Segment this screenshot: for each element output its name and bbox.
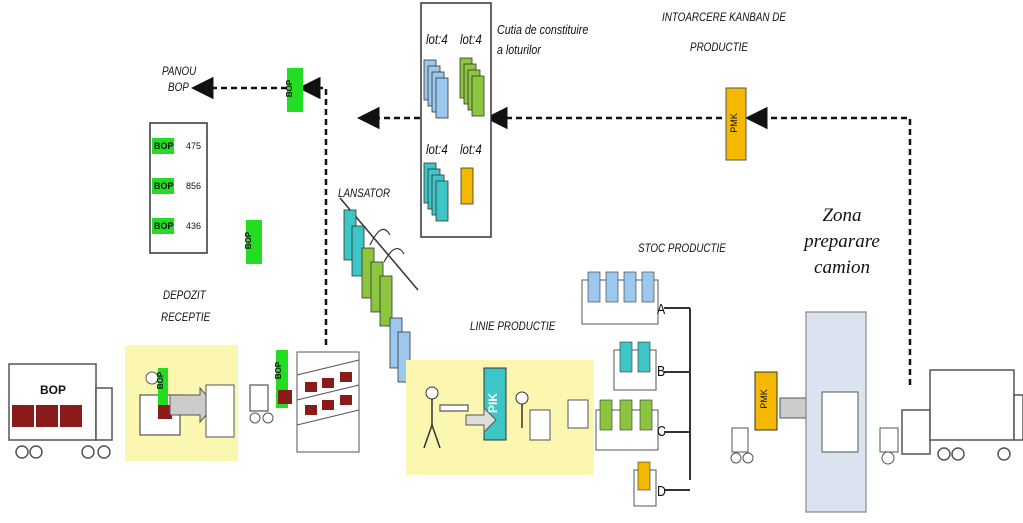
lot-label: lot:4 (460, 142, 482, 157)
panou-row-tag: BOP (154, 141, 174, 151)
pmk-tag-label: PMK (759, 389, 769, 409)
pmk-tag-label: PMK (729, 113, 739, 133)
panou-label-line2: BOP (168, 80, 189, 95)
intoarcere-label-line2: PRODUCTIE (690, 40, 748, 55)
stoc-productie (582, 272, 690, 506)
bop-tag-label: BOP (285, 80, 294, 97)
lot-label: lot:4 (426, 32, 448, 47)
panou-label-line1: PANOU (162, 64, 196, 79)
zona-label-line2: preparare (782, 230, 902, 254)
stock-row-letter: D (657, 484, 666, 499)
panou-row-value: 475 (186, 141, 201, 151)
depozit-label-line1: DEPOZIT (163, 288, 206, 303)
zona-preparare-camion (806, 312, 866, 512)
bop-tag-label: BOP (156, 372, 165, 389)
stock-row-letter: B (657, 364, 665, 379)
cutia-label-line2: a loturilor (497, 42, 541, 57)
bop-tag-label: BOP (274, 362, 283, 379)
zona-label-line3: camion (782, 256, 902, 280)
stock-row-letter: A (657, 302, 665, 317)
panou-row-value: 856 (186, 181, 201, 191)
truck-left (9, 364, 112, 458)
stock-row-letter: C (657, 424, 666, 439)
depozit-label-line2: RECEPTIE (161, 310, 210, 325)
linie-label: LINIE PRODUCTIE (470, 319, 555, 334)
truck-right (880, 370, 1023, 464)
lot-label: lot:4 (426, 142, 448, 157)
stoc-label: STOC PRODUCTIE (638, 241, 726, 256)
forklift-depozit (250, 350, 292, 423)
storage-rack (297, 352, 359, 452)
intoarcere-label-line1: INTOARCERE KANBAN DE (662, 10, 786, 25)
truck-left-label: BOP (40, 383, 66, 397)
panou-row-tag: BOP (154, 221, 174, 231)
zona-label-line1: Zona (792, 204, 892, 228)
depozit-receptie-zone (125, 345, 238, 461)
cutia-label-line1: Cutia de constituire (497, 22, 588, 37)
lot-label: lot:4 (460, 32, 482, 47)
bop-tag-label: BOP (244, 232, 253, 249)
pik-tag-label: PIK (486, 393, 500, 413)
linie-productie-zone (406, 360, 594, 475)
panou-row-value: 436 (186, 221, 201, 231)
arrow-up-from-depozit (303, 88, 326, 345)
panou-row-tag: BOP (154, 181, 174, 191)
lansator-label: LANSATOR (338, 186, 390, 201)
